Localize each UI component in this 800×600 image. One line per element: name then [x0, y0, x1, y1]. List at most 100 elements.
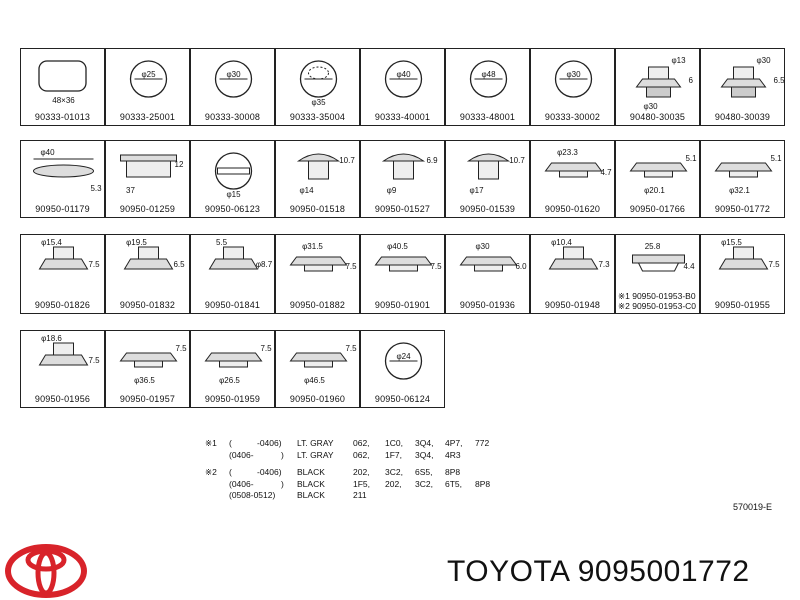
part-number-label: 90950-01259: [119, 204, 176, 214]
part-drawing: φ24: [384, 342, 423, 380]
dimension-label: φ13: [671, 56, 686, 65]
dimension-label: φ17: [469, 186, 484, 195]
dimension-label: φ18.6: [41, 334, 62, 343]
dimension-label: φ30: [475, 242, 490, 251]
note-date-open: (0406-: [229, 449, 254, 460]
part-number-label: 90950-01955: [714, 300, 771, 310]
part-drawing: φ15.57.5: [718, 238, 780, 270]
dimension-label: 6.9: [426, 156, 438, 165]
part-drawing: φ30: [214, 60, 253, 98]
note-code: 772: [475, 438, 490, 448]
part-number-label: 90950-01527: [374, 204, 431, 214]
note-code: 8P8: [445, 467, 461, 477]
note-code: 8P8: [475, 478, 491, 489]
note-color: BLACK: [297, 490, 325, 500]
dimension-label: 7.5: [175, 344, 187, 353]
dimension-label: φ10.4: [551, 238, 572, 247]
round-plug-shape: [384, 342, 423, 380]
dimension-label: φ32.1: [729, 186, 750, 195]
dimension-label: φ40: [396, 70, 411, 79]
note-code: 3Q4,: [415, 449, 434, 460]
dimension-label: φ15.4: [41, 238, 62, 247]
note-code: 211: [353, 490, 367, 500]
part-cell: φ15 90950-06123: [190, 140, 275, 218]
part-drawing: 6.9 φ9: [381, 153, 438, 195]
note-color: LT. GRAY: [297, 438, 334, 448]
note-date-close: ): [281, 449, 284, 460]
part-cell: 7.5 φ46.5 90950-01960: [275, 330, 360, 408]
part-number-label: 90480-30035: [629, 112, 686, 122]
note-code: 4P7,: [445, 438, 463, 448]
dimension-label: φ30: [566, 70, 581, 79]
dimension-label: 5.1: [770, 154, 782, 163]
dimension-label: 12: [175, 160, 184, 169]
note-code: 6S5,: [415, 467, 433, 477]
dimension-label: 7.5: [88, 356, 100, 365]
part-number-label: 90950-01960: [289, 394, 346, 404]
dimension-label: φ15: [226, 190, 241, 199]
note-mark: ※1: [205, 438, 217, 448]
part-number-label: 90333-25001: [119, 112, 176, 122]
part-cell: 6.9 φ9 90950-01527: [360, 140, 445, 218]
dimension-label: φ30: [643, 102, 658, 111]
dimension-label: φ31.5: [302, 242, 323, 251]
dimension-label: 7.5: [345, 344, 357, 353]
part-cell: φ30 90333-30008: [190, 48, 275, 126]
dimension-label: φ40: [40, 148, 55, 157]
part-cell: φ40 90333-40001: [360, 48, 445, 126]
part-number-label: 90333-30008: [204, 112, 261, 122]
dimension-label: 7.5: [88, 260, 100, 269]
dimension-label: φ40.5: [387, 242, 408, 251]
dimension-label: φ19.5: [126, 238, 147, 247]
note-code: 1F5,: [353, 478, 371, 489]
note-date-close: ): [281, 478, 284, 489]
dimension-label: φ15.5: [721, 238, 742, 247]
note-date-range: (0508-0512): [229, 490, 276, 500]
brand-part-number: TOYOTA 9095001772: [447, 555, 750, 588]
part-number-label: 90950-01957: [119, 394, 176, 404]
dimension-label: 5.1: [685, 154, 697, 163]
dimension-label: φ46.5: [304, 376, 325, 385]
note-date-open: (0406-: [229, 478, 254, 489]
part-number-label: 90333-35004: [289, 112, 346, 122]
dimension-label: 48×36: [52, 96, 75, 105]
note-mark: ※2: [205, 467, 217, 477]
dimension-label: 7.5: [430, 262, 442, 271]
part-drawing: φ31.57.5: [289, 242, 357, 272]
part-number-label: 90950-01901: [374, 300, 431, 310]
dimension-label: φ9: [387, 186, 397, 195]
part-number-label: 90950-01841: [204, 300, 261, 310]
part-drawing: φ40.5 7.5: [374, 242, 442, 272]
part-drawing: φ10.4 7.3: [548, 238, 610, 270]
dimension-label: 6: [689, 76, 694, 85]
part-number-label: 90950-01832: [119, 300, 176, 310]
part-number-label: 90950-01620: [544, 204, 601, 214]
part-number-label: 90950-01518: [289, 204, 346, 214]
part-number-label: 90950-01179: [35, 204, 90, 214]
part-number-label: 90333-40001: [374, 112, 431, 122]
note-code: 3C2,: [415, 478, 433, 489]
dimension-label: φ30: [226, 70, 241, 79]
dimension-label: φ25: [141, 70, 156, 79]
dimension-label: φ35: [311, 98, 326, 107]
dimension-label: 7.3: [598, 260, 610, 269]
dimension-label: 7.5: [260, 344, 272, 353]
round-plug-shape: [214, 60, 253, 98]
part-number-label: 90950-06123: [204, 204, 261, 214]
note-color: BLACK: [297, 478, 325, 489]
